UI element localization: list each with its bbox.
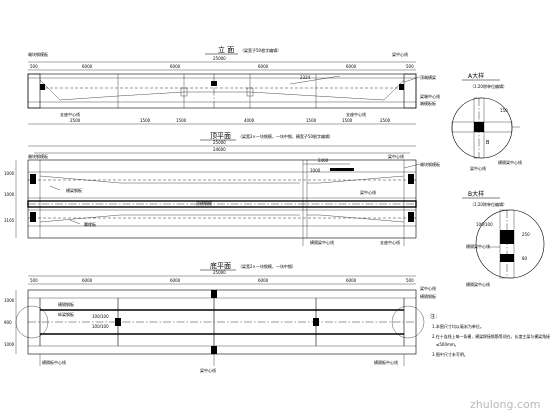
span-dim: 6000 bbox=[82, 64, 93, 69]
detail-b-title: B大样 bbox=[468, 190, 484, 198]
top-plan-dim-b: 1000 bbox=[310, 168, 321, 173]
bottom-dim: 4000 bbox=[244, 118, 255, 123]
bottom-plan-label-a: 横隔钢板 bbox=[58, 301, 74, 307]
elevation-bottom-dims: 2500 1500 1500 4000 1500 1500 2500 bbox=[70, 118, 391, 123]
left-dim: 1000 bbox=[4, 171, 15, 176]
top-plan-foot-l: 横隔梁中心线 bbox=[310, 239, 334, 245]
bottom-plan-foot-l: 横隔板中心线 bbox=[42, 359, 66, 365]
span-dim: 6000 bbox=[346, 64, 357, 69]
top-plan-label-cl: 梁中心线 bbox=[360, 189, 376, 195]
top-plan-subtotal: 24600 bbox=[213, 147, 226, 152]
bottom-dim: 1500 bbox=[140, 118, 151, 123]
left-dim: 1000 bbox=[4, 298, 15, 303]
elevation-right-label: 梁中心线 bbox=[392, 51, 408, 57]
left-dim: 1000 bbox=[4, 342, 15, 347]
top-plan-total: 25000 bbox=[213, 140, 226, 145]
elevation-label-c: 支座中心线 bbox=[346, 111, 366, 117]
detail-b-callout-circle bbox=[391, 305, 425, 339]
elevation-view: 立 面 （梁宽子50根字编辑） 25000 500 6000 6000 6000… bbox=[27, 45, 440, 125]
span-dim: 500 bbox=[30, 278, 38, 283]
left-dim: 900 bbox=[4, 320, 12, 325]
detail-b-dim-1: 250 bbox=[522, 232, 530, 237]
watermark: zhulong.com bbox=[470, 398, 540, 411]
detail-a: A大样 （1:20除单位编辑） 150 B 横隔梁中心线 梁中心线 bbox=[451, 72, 522, 171]
bottom-dim: 1500 bbox=[306, 118, 317, 123]
bottom-dim: 1500 bbox=[176, 118, 187, 123]
bottom-plan-view: 底平面 （梁宽2×一块钢模，一块中钢） 25000 500 6000 6000 … bbox=[4, 261, 436, 373]
bottom-plan-right-label2: 横隔钢板 bbox=[420, 293, 436, 299]
top-plan-outline bbox=[27, 159, 417, 239]
bottom-plan-foot-r: 横隔板中心线 bbox=[374, 359, 398, 365]
elevation-total: 25000 bbox=[213, 56, 226, 61]
detail-a-title: A大样 bbox=[468, 72, 484, 80]
detail-a-label-1: 横隔梁中心线 bbox=[498, 159, 522, 165]
bottom-plan-note: （梁宽2×一块钢模，一块中钢） bbox=[238, 263, 296, 269]
top-plan-title: 顶平面 bbox=[210, 132, 231, 140]
top-plan-foot-r: 支座中心线 bbox=[380, 239, 400, 245]
top-plan-web: 翼缘板 bbox=[84, 221, 96, 227]
span-dim: 6000 bbox=[82, 278, 93, 283]
bottom-dim: 2500 bbox=[380, 118, 391, 123]
top-plan-mark: 顶横钢模 bbox=[196, 200, 212, 206]
bottom-plan-dim-a: 100/100 bbox=[92, 314, 109, 319]
note-line: ≤500mm。 bbox=[436, 342, 459, 347]
detail-a-label-2: 梁中心线 bbox=[470, 165, 486, 171]
span-dim: 6000 bbox=[346, 278, 357, 283]
span-dim: 6000 bbox=[170, 64, 181, 69]
top-plan-label-ctr: 梁中心线 bbox=[388, 153, 404, 159]
bottom-plan-label-b: 纵梁钢板 bbox=[58, 311, 74, 317]
bottom-plan-left-dims: 1000 900 1000 bbox=[4, 298, 15, 347]
elevation-left-label: 端块钢模板 bbox=[28, 51, 48, 57]
detail-b-note: （1:20除单位编辑） bbox=[470, 201, 507, 207]
span-dim: 500 bbox=[406, 278, 414, 283]
detail-b-label-1: 100/100 bbox=[476, 222, 493, 227]
top-plan-note: （梁宽2×一块钢模，一块中钢，横宽子50根字编辑） bbox=[238, 133, 333, 139]
span-dim: 500 bbox=[30, 64, 38, 69]
bottom-plan-title: 底平面 bbox=[210, 261, 231, 270]
detail-b: B大样 （1:20除单位编辑） 100/100 250 80 横隔梁中心线 横隔… bbox=[462, 190, 545, 287]
detail-b-dim-2: 80 bbox=[522, 256, 528, 261]
bottom-plan-span-dims: 500 6000 6000 6000 6000 500 bbox=[30, 278, 414, 283]
top-plan-label-left: 端块钢模板 bbox=[28, 153, 48, 159]
bottom-plan-total: 25000 bbox=[213, 270, 226, 275]
bottom-dim: 1500 bbox=[342, 118, 353, 123]
detail-b-label-3: 横隔梁中心线 bbox=[466, 281, 490, 287]
detail-a-dim: 150 bbox=[500, 108, 508, 113]
top-plan-dim-a: 2400 bbox=[318, 158, 329, 163]
top-plan-plate: 横梁钢板 bbox=[66, 187, 82, 193]
note-line: 3.图中尺寸未写明。 bbox=[432, 351, 468, 357]
span-dim: 6000 bbox=[258, 64, 269, 69]
span-dim: 500 bbox=[406, 64, 414, 69]
bottom-plan-right-label: 梁中心线 bbox=[420, 285, 436, 291]
elevation-mid-label: 2324 bbox=[300, 75, 311, 80]
elevation-title: 立 面 bbox=[218, 45, 234, 54]
notes-block: 注： 1.本图尺寸均以毫米为单位。 2.在十连线上每一条横，横梁焊接钢筋等须在，… bbox=[430, 313, 550, 357]
detail-a-note: （1:20除单位编辑） bbox=[470, 83, 507, 89]
left-dim: 1000 bbox=[4, 192, 15, 197]
elevation-span-dims: 500 6000 6000 6000 6000 500 bbox=[30, 64, 414, 69]
bottom-plan-foot-c: 梁中心线 bbox=[200, 367, 216, 373]
detail-a-letter: B bbox=[486, 140, 490, 146]
top-plan-label-right: 端块钢模板 bbox=[420, 161, 440, 167]
note-line: 1.本图尺寸均以毫米为单位。 bbox=[432, 323, 484, 329]
note-line: 2.在十连线上每一条横，横梁焊接钢筋等须在，长度主梁与横梁角接 bbox=[432, 333, 550, 339]
elevation-label-a: 顶端横梁 bbox=[420, 74, 436, 80]
elevation-note: （梁宽子50根字编辑） bbox=[240, 47, 281, 53]
elevation-label-e: 端模板板 bbox=[420, 100, 436, 106]
detail-b-label-2: 横隔梁中心线 bbox=[466, 243, 490, 249]
top-plan-left-dims: 1000 1000 3105 bbox=[4, 171, 15, 223]
elevation-beam-outline bbox=[27, 73, 417, 109]
notes-heading: 注： bbox=[430, 313, 440, 320]
elevation-label-d: 梁端中心线 bbox=[420, 93, 440, 99]
elevation-label-b: 支座中心线 bbox=[60, 111, 80, 117]
left-dim: 3105 bbox=[4, 218, 15, 223]
span-dim: 6000 bbox=[170, 278, 181, 283]
top-plan-view: 顶平面 （梁宽2×一块钢模，一块中钢，横宽子50根字编辑） 25000 2460… bbox=[4, 132, 440, 246]
span-dim: 6000 bbox=[258, 278, 269, 283]
bottom-plan-dim-b: 100/100 bbox=[92, 324, 109, 329]
bottom-dim: 2500 bbox=[70, 118, 81, 123]
